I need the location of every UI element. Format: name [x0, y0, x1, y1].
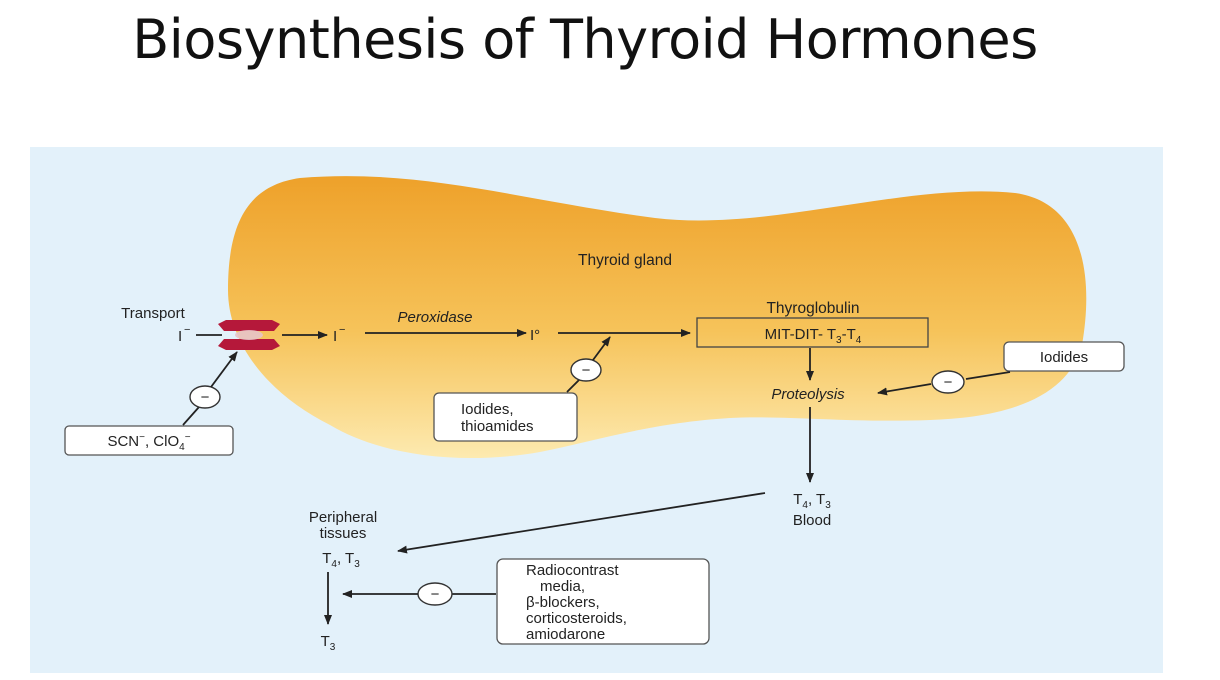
transport-inhibitors-text: SCN−, ClO4−	[107, 432, 190, 453]
thyroglobulin-box	[696, 317, 929, 348]
deiodinase-inhibitors-line5: amiodarone	[526, 626, 605, 643]
proteolysis-inhibitors-box	[1003, 341, 1125, 372]
proteolysis-inhibit-arrow	[877, 383, 932, 396]
proteolysis-inhibit-line	[965, 371, 1011, 380]
transport-label: Transport	[121, 305, 185, 322]
deiodinase-inhibitors-line3: β-blockers,	[526, 594, 600, 611]
peroxidase-inhibitors-line2: thioamides	[461, 418, 534, 435]
deiodinase-inhibitors-line4: corticosteroids,	[526, 610, 627, 627]
peroxidase-inhibit-symbol: −	[582, 362, 591, 379]
svg-text:I: I	[178, 328, 182, 345]
proteolysis-inhibit-icon	[931, 370, 965, 394]
thyroid-gland-shape	[228, 176, 1087, 459]
svg-text:I: I	[333, 328, 337, 345]
peripheral-hormones: T4, T3	[322, 550, 360, 570]
peroxidase-inhibitors-box	[433, 392, 578, 442]
peroxidase-inhibitors-line1: Iodides,	[461, 401, 514, 418]
peripheral-product: T3	[321, 633, 336, 653]
gland-label: Thyroid gland	[578, 252, 672, 269]
proteolysis-inhibitors-text: Iodides	[1040, 349, 1088, 366]
transporter-icon	[218, 320, 280, 350]
blood-hormones: T4, T3	[793, 491, 831, 511]
transport-inhibitors-box	[64, 425, 234, 456]
transport-inhibit-symbol: −	[201, 389, 210, 406]
svg-text:−: −	[184, 324, 190, 336]
thyroglobulin-box-text: MIT-DIT- T3-T4	[765, 326, 862, 346]
deiodinase-inhibitors-line1: Radiocontrast	[526, 562, 619, 579]
bottom-strip	[0, 673, 1220, 680]
proteolysis-inhibit-symbol: −	[944, 374, 953, 391]
deiodinase-inhibitors-line2: media,	[540, 578, 585, 595]
blood-to-tissue-arrow	[397, 492, 766, 554]
deiodinase-inhibitors-box	[496, 558, 710, 645]
peroxidase-inhibit-line	[566, 379, 580, 393]
transport-inhibit-arrow	[210, 351, 238, 388]
peroxidase-inhibit-icon	[570, 358, 602, 382]
iodide-outside: I −	[178, 324, 190, 345]
transport-inhibit-line	[182, 406, 200, 426]
deiodinase-inhibit-symbol: −	[431, 586, 440, 603]
iodide-inside: I −	[333, 324, 345, 345]
slide-title: Biosynthesis of Thyroid Hormones	[132, 8, 1038, 71]
blood-label: Blood	[793, 512, 831, 529]
iodine-label: I°	[530, 327, 540, 344]
thyroglobulin-label: Thyroglobulin	[766, 300, 859, 317]
peroxidase-inhibit-arrow	[592, 336, 611, 361]
svg-text:−: −	[339, 324, 345, 336]
proteolysis-label: Proteolysis	[771, 386, 845, 403]
peroxidase-label: Peroxidase	[397, 309, 472, 326]
peripheral-label-line2: tissues	[320, 525, 367, 542]
transport-inhibit-icon	[189, 385, 221, 409]
peripheral-label-line1: Peripheral	[309, 509, 377, 526]
